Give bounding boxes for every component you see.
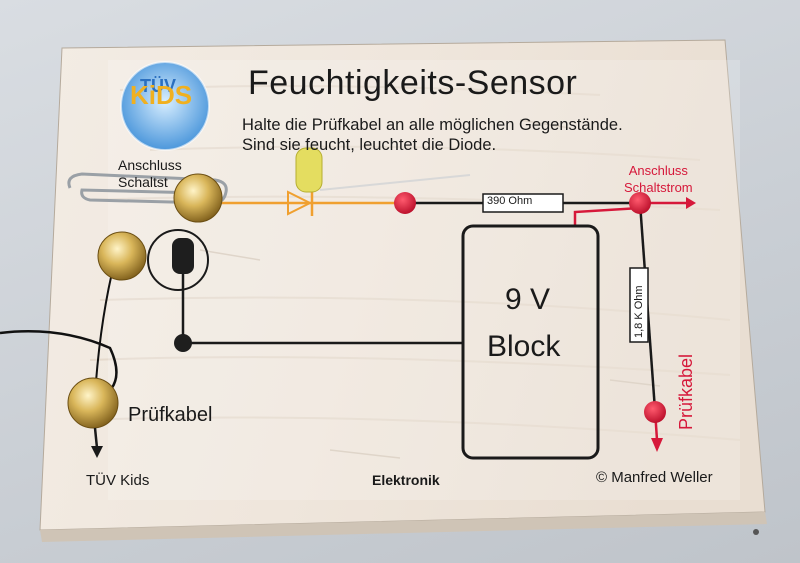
brass-fastener <box>97 231 147 281</box>
red-dot <box>644 401 666 423</box>
battery-block <box>461 224 600 460</box>
red-dot <box>394 192 416 214</box>
down-arrow-icon <box>91 446 103 458</box>
probe-label-left: Prüfkabel <box>128 404 213 426</box>
battery-label-voltage: 9 V <box>505 283 551 316</box>
red-dot <box>629 192 651 214</box>
connector-right-line-2: Schaltstrom <box>624 180 693 195</box>
connector-left-line-1: Anschluss <box>118 157 182 173</box>
resistor-390-box <box>482 193 564 213</box>
connector-right-line-1: Anschluss <box>628 163 688 178</box>
connector-left-label: Anschluss Schaltst <box>118 157 182 191</box>
battery-label-block: Block <box>487 330 561 363</box>
connector-left-line-2: Schaltst <box>118 174 168 190</box>
resistor-390-label: 390 Ohm <box>487 195 533 207</box>
page-title: Feuchtigkeits-Sensor <box>248 64 578 102</box>
wooden-board <box>39 39 767 542</box>
brass-fastener <box>173 173 223 223</box>
transistor <box>147 229 209 352</box>
footer-center: Elektronik <box>372 472 440 488</box>
logo-text: KiDS <box>130 80 193 110</box>
board-hole <box>753 529 759 535</box>
svg-text:TÜV: TÜV <box>140 76 176 96</box>
yellow-led <box>295 147 471 193</box>
probe-label-right: Prüfkabel <box>676 353 696 430</box>
paperclip <box>67 172 228 205</box>
tuv-kids-logo: TÜV <box>120 61 210 151</box>
resistor-18k-box <box>629 267 649 343</box>
brass-fastener <box>67 377 119 429</box>
diode-symbol-icon <box>287 190 314 216</box>
footer-right: © Manfred Weller <box>596 469 713 486</box>
instruction-line-2: Sind sie feucht, leuchtet die Diode. <box>242 136 497 154</box>
connector-right-label: Anschluss Schaltstrom <box>624 162 693 196</box>
battery-plus-wire <box>573 206 641 225</box>
instruction-line-1: Halte die Prüfkabel an alle möglichen Ge… <box>242 116 623 134</box>
footer-left: TÜV Kids <box>86 472 150 489</box>
black-cable <box>0 330 118 396</box>
resistor-18k-label: 1,8 K Ohm <box>633 285 645 338</box>
